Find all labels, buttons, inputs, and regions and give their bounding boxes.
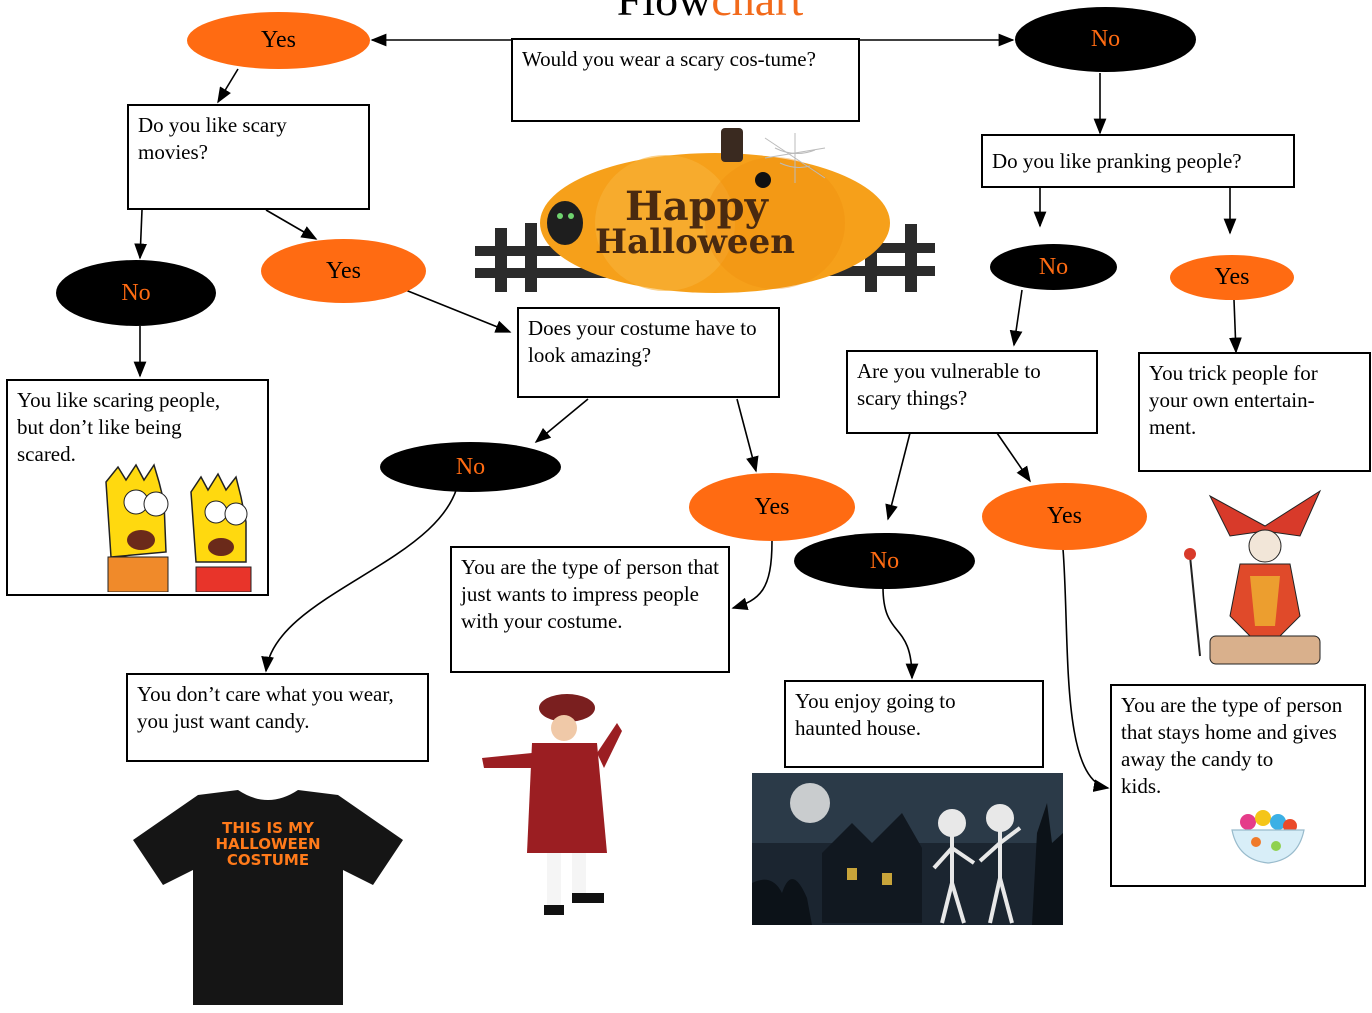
answer-no-scary-movies: No: [56, 260, 216, 326]
arrow-q4-yes: [996, 432, 1031, 483]
pirate-costume-image: [472, 683, 660, 926]
arrow-yes4-r4: [731, 540, 773, 611]
pumpkin-text-halloween: Halloween: [595, 222, 795, 262]
arrow-q1-yes: [265, 209, 318, 240]
happy-halloween-pumpkin-image: Happy Halloween: [475, 128, 935, 293]
halloween-costume-tshirt-image: THIS IS MY HALLOWEEN COSTUME: [133, 790, 403, 1005]
arrow-no4-r3: [261, 467, 461, 673]
haunted-house-image: [752, 773, 1063, 925]
arrow-yes5-r6: [1062, 548, 1110, 792]
result-stay-home: You are the type of person that stays ho…: [1110, 684, 1366, 887]
answer-yes-pranking: Yes: [1170, 255, 1294, 300]
arrow-q4-no: [885, 432, 911, 521]
oval-label: Yes: [1214, 264, 1250, 290]
arrow-yes3-r2: [1229, 299, 1242, 354]
answer-yes-amazing: Yes: [689, 473, 855, 541]
oval-label: No: [1038, 253, 1069, 280]
arrow-yes2-q3: [397, 286, 512, 333]
result-trick: You trick people for your own entertain-…: [1138, 352, 1371, 472]
page-title: Flowchart: [560, 0, 860, 28]
result-stay-home-text: You are the type of person that stays ho…: [1121, 693, 1343, 771]
oval-label: Yes: [1047, 503, 1082, 529]
tshirt-text-1: THIS IS MY: [222, 819, 315, 837]
candy-bowl-image: [1231, 810, 1305, 864]
result-candy: You don’t care what you wear, you just w…: [126, 673, 429, 762]
node-scary-movies: Do you like scary movies?: [127, 104, 370, 210]
answer-yes-vulnerable: Yes: [982, 483, 1147, 550]
pumpkin-text-happy: Happy: [625, 183, 770, 230]
arrow-q3-no: [534, 398, 589, 444]
node-pranking: Do you like pranking people?: [981, 134, 1295, 188]
arrow-q3-yes: [736, 398, 759, 473]
answer-no-start: No: [1015, 7, 1196, 72]
bart-and-lisa-image: [105, 463, 252, 592]
title-part-1: Flow: [617, 0, 712, 25]
oval-label: Yes: [326, 257, 361, 284]
arrow-q1-no: [134, 209, 147, 260]
tshirt-text-2: HALLOWEEN: [215, 835, 320, 853]
arrow-no5-r5: [882, 586, 919, 680]
result-impress: You are the type of person that just wan…: [450, 546, 730, 673]
answer-no-amazing: No: [380, 442, 561, 492]
result-haunted: You enjoy going to haunted house.: [784, 680, 1044, 768]
answer-no-vulnerable: No: [794, 533, 975, 589]
tshirt-text-3: COSTUME: [227, 851, 309, 869]
result-stay-home-text-2: kids.: [1121, 774, 1162, 798]
oval-label: Yes: [261, 27, 296, 53]
oval-label: No: [455, 453, 486, 480]
arrow-no3-q4: [1009, 289, 1023, 347]
arrow-yes1-q1: [217, 68, 239, 104]
answer-no-pranking: No: [990, 244, 1117, 290]
node-start: Would you wear a scary cos-tume?: [511, 38, 860, 122]
title-part-2: chart: [711, 0, 803, 25]
oval-label: Yes: [754, 493, 790, 520]
joker-card-image: [1184, 489, 1322, 665]
node-costume-amazing: Does your costume have to look amazing?: [517, 307, 780, 398]
answer-yes-start: Yes: [187, 12, 370, 69]
node-vulnerable: Are you vulnerable to scary things?: [846, 350, 1098, 434]
answer-yes-scary-movies: Yes: [261, 239, 426, 303]
oval-label: No: [121, 279, 151, 306]
oval-label: No: [869, 547, 900, 574]
oval-label: No: [1090, 26, 1121, 52]
